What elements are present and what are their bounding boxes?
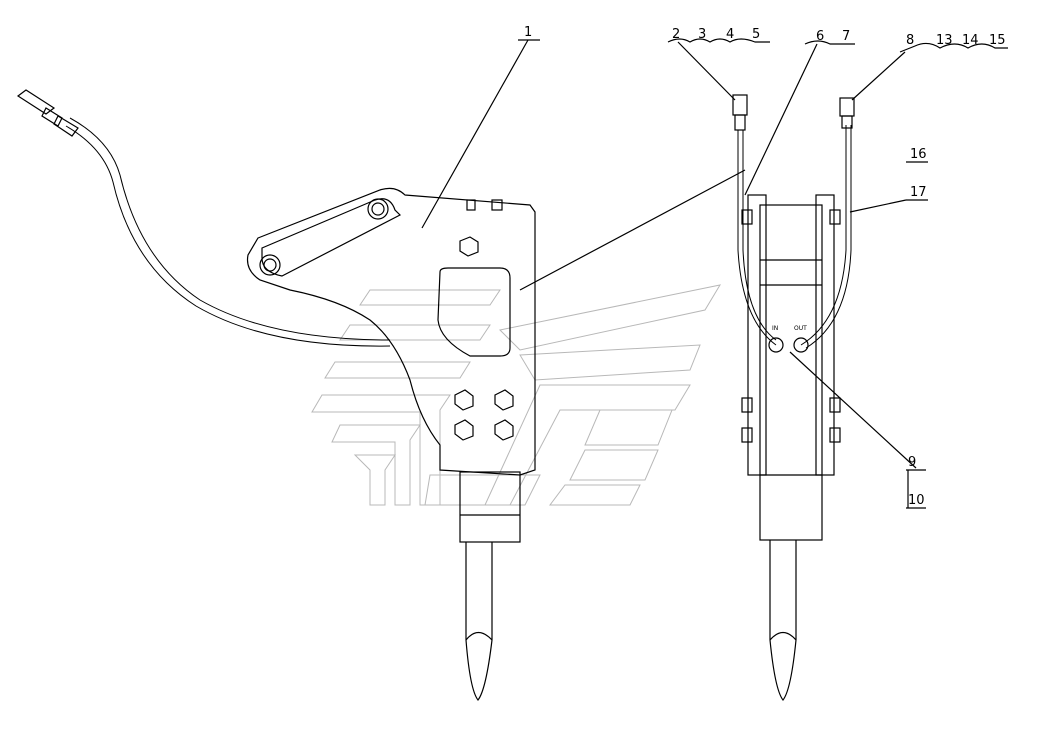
part-label-3: 3 bbox=[698, 27, 706, 42]
port-out-label: OUT bbox=[794, 325, 807, 332]
part-label-10: 10 bbox=[908, 493, 925, 508]
part-label-2: 2 bbox=[672, 27, 680, 42]
part-label-17: 17 bbox=[910, 185, 927, 200]
part-label-5: 5 bbox=[752, 27, 760, 42]
part-label-1: 1 bbox=[524, 25, 532, 40]
part-label-4: 4 bbox=[726, 27, 734, 42]
part-label-9: 9 bbox=[908, 455, 916, 470]
watermark-logo bbox=[311, 284, 722, 506]
part-label-7: 7 bbox=[842, 29, 850, 44]
part-label-13: 13 bbox=[936, 33, 953, 48]
part-label-6: 6 bbox=[816, 29, 824, 44]
breaker-side-view bbox=[16, 89, 536, 701]
leader-lines bbox=[421, 38, 1008, 509]
part-number-labels: 1 2 3 4 5 6 7 8 9 10 13 14 15 16 17 bbox=[524, 25, 1006, 508]
part-label-14: 14 bbox=[962, 33, 979, 48]
port-in-label: IN bbox=[772, 325, 778, 332]
part-label-15: 15 bbox=[989, 33, 1006, 48]
part-label-16: 16 bbox=[910, 147, 927, 162]
part-label-8: 8 bbox=[906, 33, 914, 48]
breaker-front-view: IN OUT bbox=[732, 94, 855, 701]
